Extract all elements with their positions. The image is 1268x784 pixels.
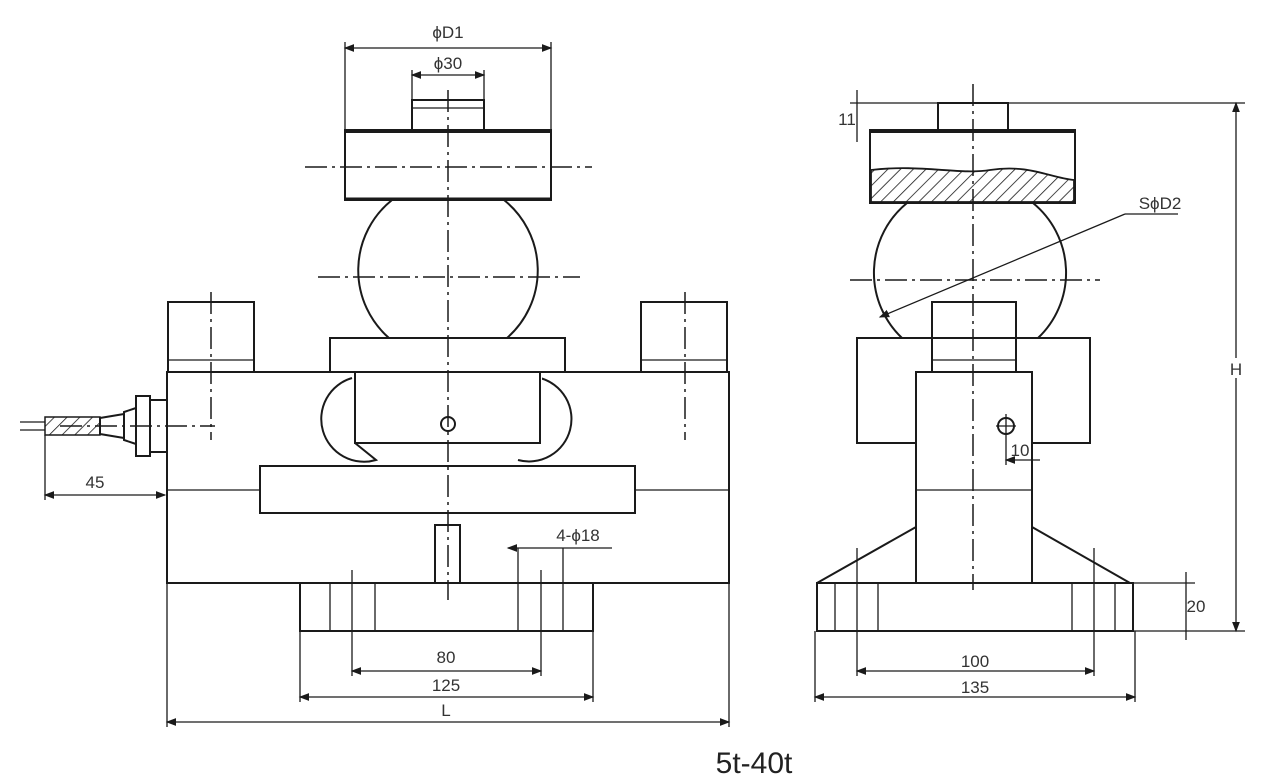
dim-45-label: 45 [86,473,105,492]
ball [357,199,539,339]
side-ball [872,202,1068,339]
dim-125-label: 125 [432,676,460,695]
dim-20-label: 20 [1187,597,1206,616]
dim-80-label: 80 [437,648,456,667]
front-view: ϕD1 ϕ30 45 4-ϕ18 80 125 L [20,23,731,727]
side-ribs [816,526,1131,584]
dim-11-label: 11 [838,110,856,129]
dim-h-label: H [1230,360,1242,379]
right-pad [640,301,728,373]
hatched-section [870,167,1075,203]
cable-connector [20,395,215,457]
dim-135-label: 135 [961,678,989,697]
dim-30-label: ϕ30 [434,54,462,73]
side-base [816,582,1134,632]
side-rollers [320,377,573,463]
sphere-label: SϕD2 [1139,194,1182,213]
holes-label: 4-ϕ18 [556,526,600,545]
side-view: 10 SϕD2 11 H 20 100 135 [813,84,1245,702]
base [299,582,594,632]
dim-10-label: 10 [1011,441,1030,460]
dim-100-label: 100 [961,652,989,671]
drawing-title: 5t-40t [716,747,793,780]
dim-l-label: L [441,701,450,720]
dim-d1-label: ϕD1 [432,23,463,42]
